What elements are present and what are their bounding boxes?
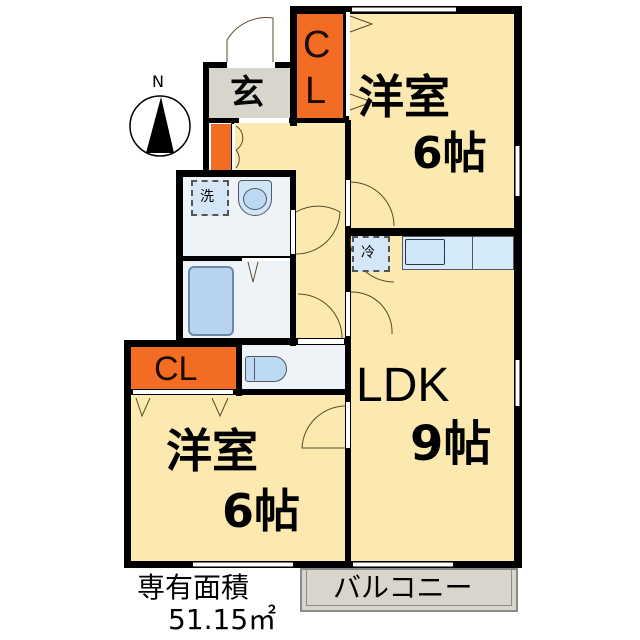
window (353, 562, 403, 567)
fridge-space-label: 冷 (361, 245, 375, 261)
counter-divider (472, 236, 473, 270)
wall (124, 561, 522, 568)
door-opening (346, 292, 350, 336)
closet-door-opening (232, 124, 235, 170)
ldk-name: LDK (356, 359, 450, 412)
wall (124, 340, 131, 568)
kitchen-sink (405, 239, 445, 265)
closet-top-label-l: L (305, 70, 327, 112)
compass-north-label: N (152, 72, 164, 91)
bath-door-opening (242, 258, 290, 261)
wall (176, 338, 350, 345)
entrance (207, 66, 299, 122)
western-room-top (347, 12, 517, 232)
closet-door-opening (346, 12, 350, 116)
window (406, 7, 456, 12)
balcony-inner-line (306, 570, 512, 606)
basin-bowl (243, 188, 267, 210)
closet-hall-strip (211, 124, 231, 170)
balcony (300, 568, 518, 612)
ldk-size: 9帖 (410, 416, 492, 472)
toilet (245, 356, 287, 382)
door-opening (291, 210, 295, 254)
entrance-door-opening (227, 62, 275, 68)
closet-top-label-c: C (303, 24, 331, 66)
window (515, 146, 520, 172)
wall (514, 6, 522, 568)
washer-space (191, 180, 229, 216)
washer-space-label: 洗 (200, 189, 214, 205)
window (193, 562, 243, 567)
window (243, 562, 293, 567)
wall (124, 389, 350, 395)
door-opening (298, 339, 344, 344)
window (403, 562, 453, 567)
window (515, 382, 520, 406)
window (515, 360, 520, 382)
western-room-top-name: 洋室 (358, 70, 450, 124)
area-label: 専有面積 (137, 571, 250, 604)
wall (176, 256, 296, 261)
window (515, 172, 520, 196)
door-opening (346, 180, 350, 226)
area-value: 51.15㎡ (168, 603, 277, 636)
fridge-space (352, 236, 390, 272)
ldk-room (347, 232, 517, 564)
wall (176, 170, 296, 177)
balcony-label: バルコニー (333, 571, 473, 604)
window (352, 7, 406, 12)
door-opening (239, 118, 289, 123)
closet-top (295, 12, 345, 122)
wall (124, 340, 238, 347)
western-room-top-size: 6帖 (412, 128, 487, 179)
bathtub (188, 266, 234, 336)
western-room-bottom (127, 392, 349, 564)
door-opening (346, 402, 350, 448)
wall (203, 62, 209, 172)
entrance-label: 玄 (230, 73, 264, 113)
closet-door-opening (133, 390, 233, 394)
wall (345, 228, 520, 236)
closet-bottom-label: CL (154, 350, 198, 388)
toilet-tank-line (254, 358, 255, 380)
western-room-bottom-name: 洋室 (166, 424, 258, 478)
wall (236, 340, 242, 396)
western-room-bottom-size: 6帖 (222, 484, 301, 538)
closet-bottom (130, 346, 236, 390)
